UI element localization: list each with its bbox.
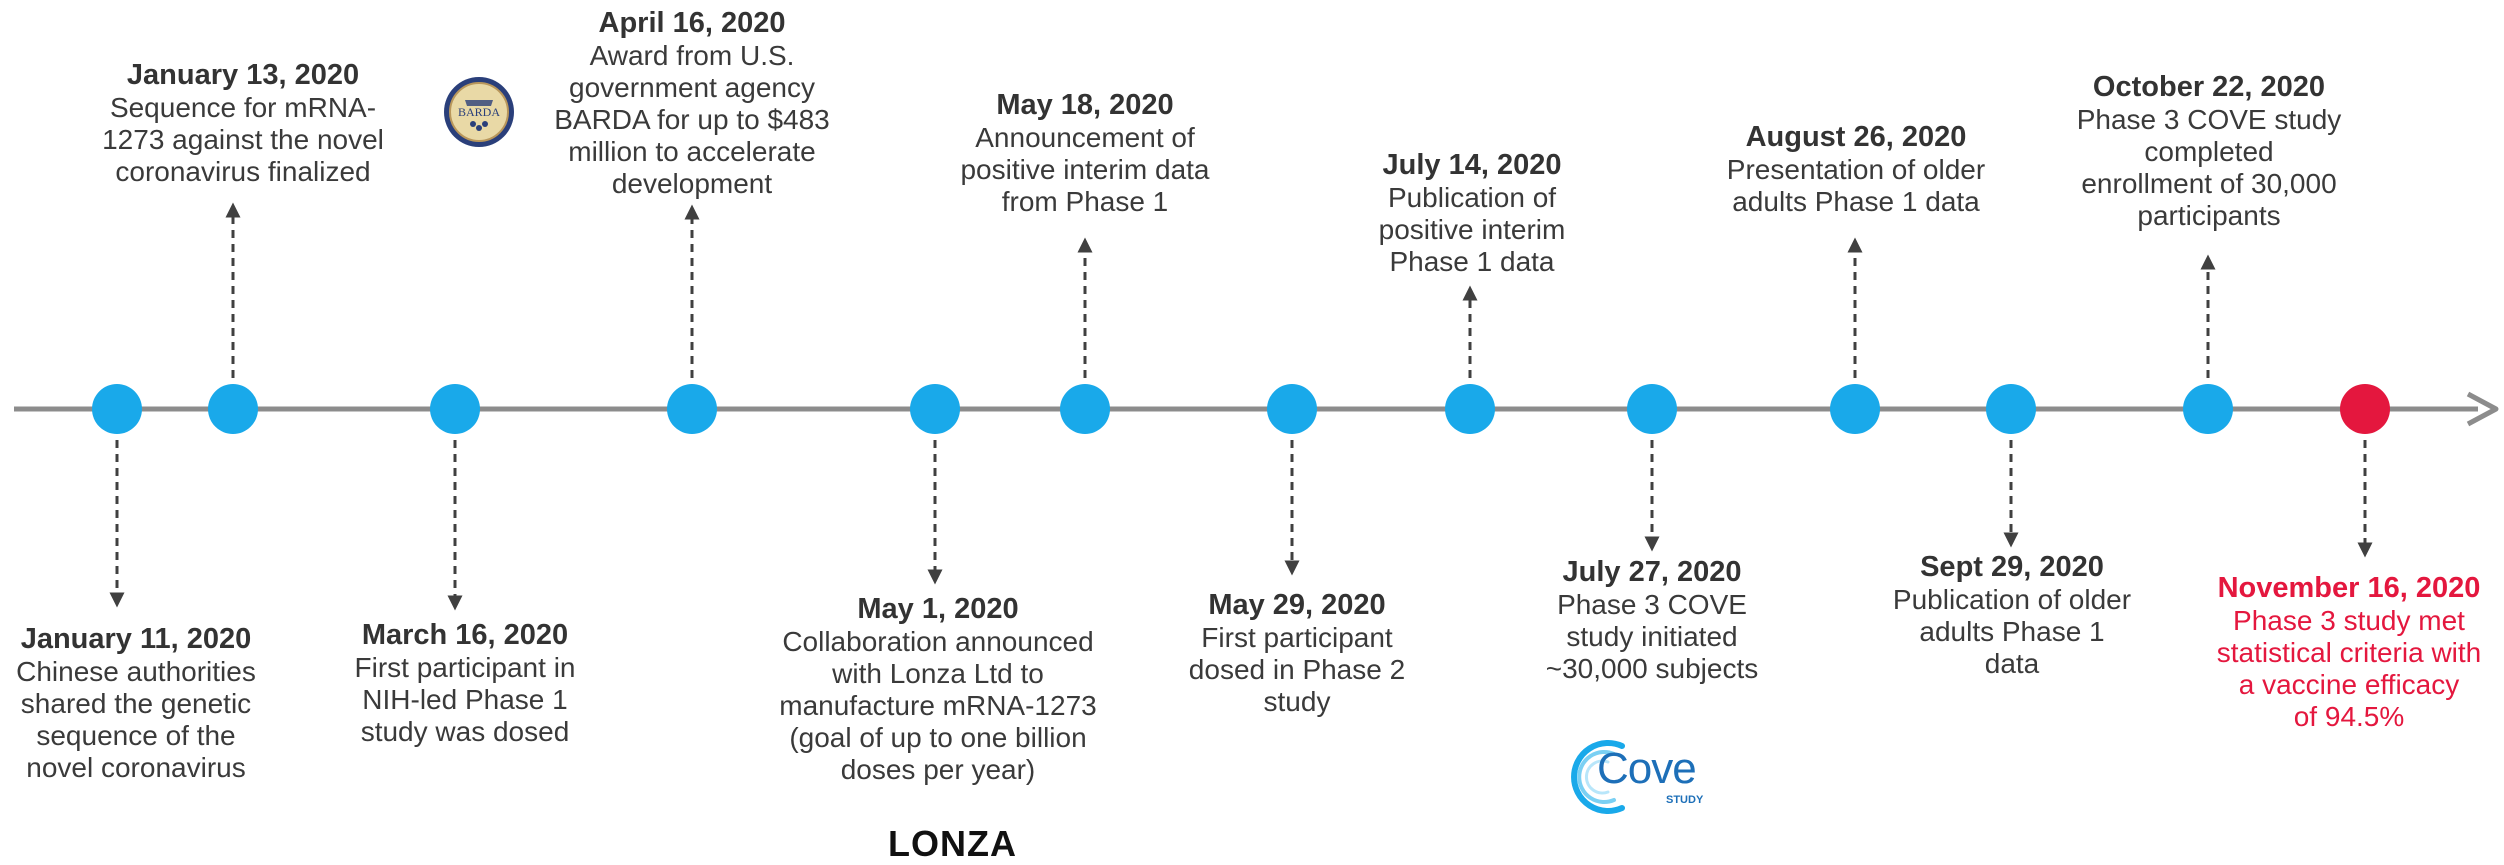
event-date: July 27, 2020 — [1562, 556, 1742, 588]
timeline-axis-arrowhead — [2466, 391, 2499, 427]
barda-seal-icon: BARDA — [444, 77, 514, 147]
node-mar16 — [430, 384, 480, 434]
event-date: March 16, 2020 — [361, 619, 569, 651]
node-jan11 — [92, 384, 142, 434]
node-aug26 — [1830, 384, 1880, 434]
node-may18 — [1060, 384, 1110, 434]
event-description: Phase 3 COVE study initiated ~30,000 sub… — [1545, 589, 1759, 684]
node-jul14 — [1445, 384, 1495, 434]
node-oct22 — [2183, 384, 2233, 434]
event-date: August 26, 2020 — [1745, 121, 1967, 153]
lonza-logo: LONZA — [888, 823, 1017, 865]
event-description: Presentation of older adults Phase 1 dat… — [1726, 154, 1986, 217]
cove-study-logo: Cove STUDY — [1562, 732, 1722, 822]
event-description: Chinese authorities shared the genetic s… — [16, 656, 256, 783]
cove-logo-text: Cove — [1597, 744, 1697, 793]
event-date: May 29, 2020 — [1208, 589, 1386, 621]
node-jan13 — [208, 384, 258, 434]
connectors — [109, 202, 2373, 611]
event-description: First participant in NIH-led Phase 1 stu… — [354, 652, 576, 747]
event-date: May 18, 2020 — [996, 89, 1174, 121]
event-description: Collaboration announced with Lonza Ltd t… — [779, 626, 1097, 785]
event-description: Phase 3 study met statistical criteria w… — [2216, 605, 2482, 732]
event-date: January 13, 2020 — [126, 59, 360, 91]
event-description: Publication of positive interim Phase 1 … — [1378, 182, 1566, 277]
event-description: Phase 3 COVE study completed enrollment … — [2076, 104, 2342, 231]
event-date: May 1, 2020 — [857, 593, 1019, 625]
event-description: Award from U.S. government agency BARDA … — [554, 40, 830, 199]
node-jul27 — [1627, 384, 1677, 434]
lonza-logo-text: LONZA — [888, 823, 1017, 864]
node-may29 — [1267, 384, 1317, 434]
cove-logo-subtext: STUDY — [1666, 794, 1704, 806]
event-date: October 22, 2020 — [2092, 71, 2326, 103]
event-date: Sept 29, 2020 — [1920, 551, 2104, 583]
timeline-nodes — [92, 384, 2390, 434]
event-description: Sequence for mRNA- 1273 against the nove… — [102, 92, 384, 187]
node-nov16 — [2340, 384, 2390, 434]
event-description: Publication of older adults Phase 1 data — [1892, 584, 2132, 679]
event-date: April 16, 2020 — [598, 7, 786, 39]
event-description: Announcement of positive interim data fr… — [960, 122, 1210, 217]
node-sep29 — [1986, 384, 2036, 434]
node-apr16 — [667, 384, 717, 434]
event-date: November 16, 2020 — [2217, 572, 2481, 604]
event-date: January 11, 2020 — [20, 623, 252, 655]
barda-logo-text: BARDA — [458, 105, 500, 119]
barda-logo: BARDA — [443, 76, 515, 148]
cove-swirl-icon — [1571, 740, 1625, 814]
event-description: First participant dosed in Phase 2 study — [1188, 622, 1406, 717]
event-date: July 14, 2020 — [1382, 149, 1562, 181]
node-may1 — [910, 384, 960, 434]
